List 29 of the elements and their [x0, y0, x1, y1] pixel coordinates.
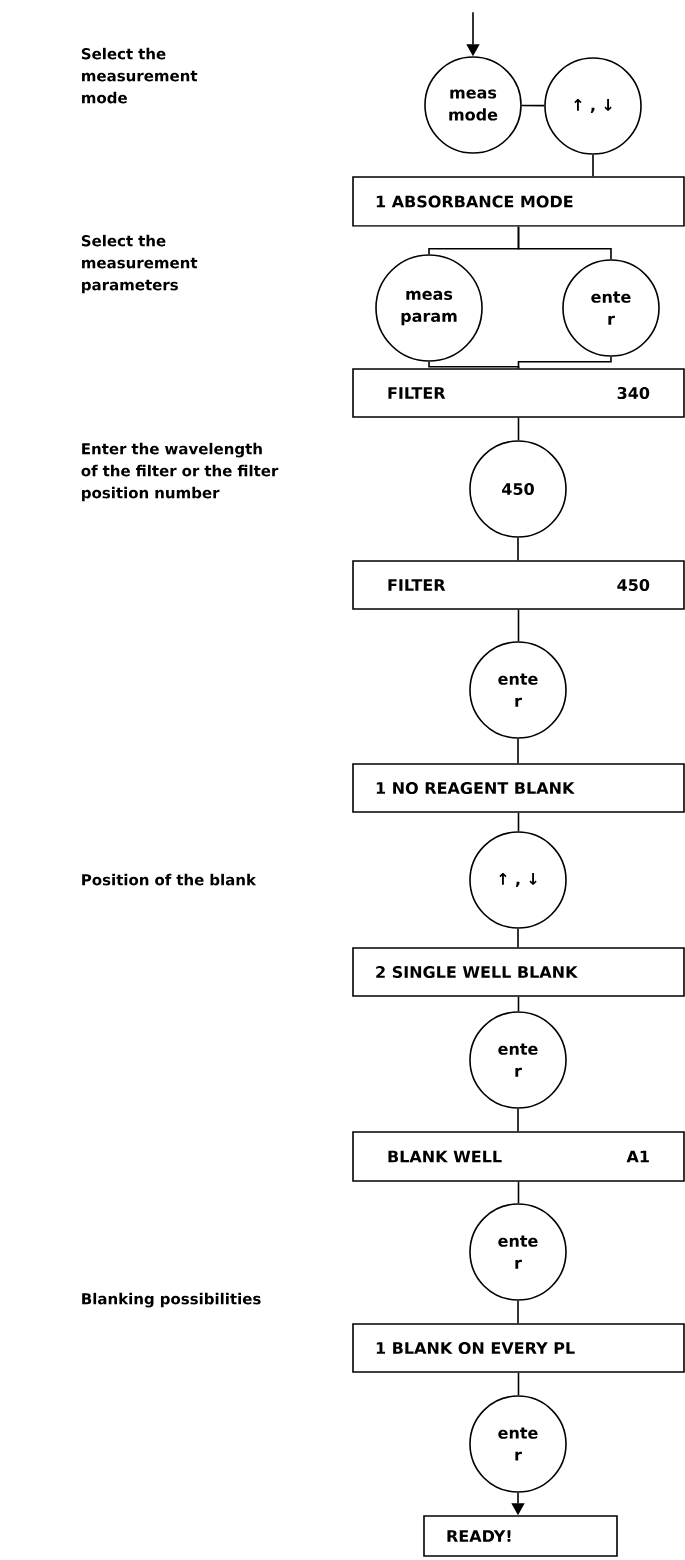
connector	[592, 154, 594, 177]
connector	[517, 609, 520, 642]
display-box: READY!	[423, 1515, 618, 1557]
connector	[517, 356, 612, 370]
display-box: BLANK WELL A1	[352, 1131, 685, 1182]
step-description: Select the measurement parameters	[81, 234, 198, 294]
connector	[517, 738, 519, 764]
display-box: 1 BLANK ON EVERY PL	[352, 1323, 685, 1373]
display-box: 1 NO REAGENT BLANK	[352, 763, 685, 813]
connector	[521, 104, 545, 107]
connector	[517, 1108, 519, 1132]
display-box: FILTER 450	[352, 560, 685, 610]
connector	[517, 1181, 520, 1204]
connector	[517, 812, 520, 832]
display-box: 2 SINGLE WELL BLANK	[352, 947, 685, 997]
step-description: Enter the wavelength of the filter or the filter position number	[81, 442, 279, 502]
step-description: Blanking possibilities	[82, 1292, 261, 1308]
connector	[517, 1300, 519, 1324]
display-box: FILTER 340	[352, 368, 685, 418]
connector	[517, 928, 519, 948]
connector	[517, 417, 520, 442]
connector	[428, 361, 520, 370]
connector	[517, 996, 520, 1012]
display-box: 1 ABSORBANCE MODE	[352, 176, 685, 227]
connector	[517, 537, 519, 561]
step-description: Select the measurement mode	[81, 47, 198, 104]
connector	[517, 1372, 520, 1396]
connector	[517, 226, 612, 261]
step-description: Position of the blank	[82, 873, 257, 886]
